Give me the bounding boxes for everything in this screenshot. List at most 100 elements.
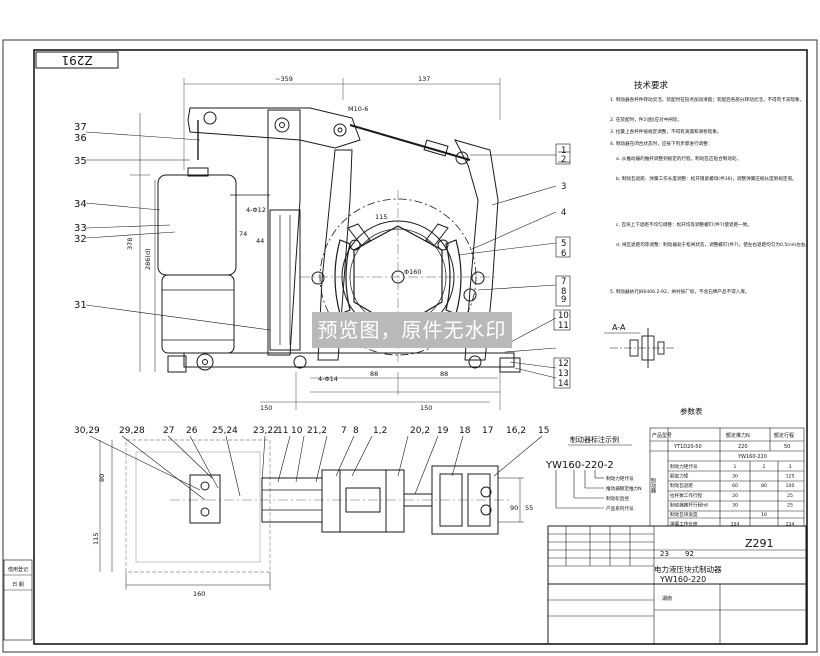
note-4a: a. 从推动器的推杆调整到规定的行程，制动瓦应贴合制动轮。 — [616, 155, 741, 162]
balloon-1-2: 1,2 — [373, 426, 387, 436]
params-row-value: 154 — [731, 522, 740, 528]
balloon-19: 19 — [437, 426, 449, 436]
balloon-8: 8 — [561, 287, 566, 297]
example-code: YW160-220-2 — [545, 460, 614, 471]
balloon-32: 32 — [74, 234, 87, 245]
top-view-thruster-base — [125, 439, 271, 573]
balloon-15: 15 — [538, 426, 549, 436]
margin-stamp-1: 借用登记 — [8, 566, 28, 573]
balloon-12: 12 — [558, 359, 569, 369]
balloon-25-24: 25,24 — [212, 426, 238, 436]
dim-115b: 115 — [92, 533, 100, 545]
dim-150b: 150 — [420, 404, 432, 412]
params-row-value: 10 — [761, 512, 767, 518]
balloon-30-29: 30,29 — [74, 426, 100, 436]
balloon-4: 4 — [561, 208, 566, 218]
spring-housing — [269, 209, 301, 351]
dim-74: 74 — [239, 230, 247, 238]
outer-frame — [2, 39, 818, 653]
tb-school: 湖南 — [662, 595, 672, 602]
top-view-right-arm — [431, 465, 499, 535]
params-row-label: 制动瓦退距 — [670, 482, 693, 489]
note-5: 5. 制动器执行JB6406.2-92，闸衬按厂标，不含石棉产品不得入库。 — [610, 288, 750, 295]
top-lever — [187, 107, 361, 149]
top-view-lever-left — [189, 474, 221, 524]
dim-160: 160 — [193, 590, 205, 598]
balloon-14: 14 — [558, 379, 569, 389]
params-row-value: 80 — [761, 483, 767, 489]
params-row-label: 弹簧工作长度 — [670, 521, 698, 528]
dim-378: 378 — [126, 238, 134, 250]
params-row-value: 30 — [732, 474, 738, 480]
params-row-value: 1 — [734, 464, 737, 470]
dim-m10: M10-6 — [348, 105, 368, 113]
balloon-13: 13 — [558, 369, 569, 379]
note-4d: d. 闸瓦退距均等调整：制动器处于松闸状态，调整螺钉(件7)，使左右退距均匀为0… — [616, 241, 810, 248]
example-label-3: 制动轮直径 — [606, 495, 629, 502]
params-pusher-force: 220 — [738, 444, 748, 450]
note-1: 1. 制动器各杆件转动灵活，装配时在铰点加润滑脂；装配后各部分转动灵活，不得有卡… — [610, 96, 804, 103]
params-row-label: 制动力矩代号 — [670, 463, 698, 470]
params-row-value: 125 — [786, 474, 795, 480]
dim-44: 44 — [256, 237, 264, 245]
balloon-37: 37 — [74, 122, 87, 133]
example-label-2: 推动器额定推力N — [606, 485, 642, 492]
dim-90: 90 — [510, 504, 518, 512]
tb-code: Z291 — [745, 537, 774, 550]
params-row-value: 3 — [789, 464, 792, 470]
code-stamp-box: Z291 — [35, 51, 119, 69]
left-shoe-arm — [317, 149, 353, 361]
technical-notes: 技术要求 1. 制动器各杆件转动灵活，装配时在铰点加润滑脂；装配后各部分转动灵活… — [610, 80, 810, 295]
params-pusher-model: YT1D20-50 — [673, 444, 702, 450]
inner-frame — [33, 49, 808, 645]
front-dimensions: ~359 137 378 286(d) 74 44 M10-6 4-Φ12 11… — [126, 75, 448, 412]
tb-sheet-b: 92 — [685, 550, 694, 558]
balloon-33: 33 — [74, 223, 87, 234]
dim-80: 80 — [98, 474, 106, 482]
params-brake-model: YW160-220 — [737, 454, 767, 460]
balloon-2: 2 — [561, 155, 566, 165]
section-a-a: A-A — [604, 323, 676, 368]
dim-55: 55 — [525, 504, 533, 512]
section-label: A-A — [612, 323, 626, 332]
balloon-10: 10 — [558, 311, 569, 321]
dim-88a: 88 — [370, 370, 378, 378]
params-col-stroke: 额定行程 — [774, 432, 794, 439]
params-row-label: 拉杆数工作行程 — [670, 492, 703, 499]
balloon-1: 1 — [561, 146, 566, 156]
balloon-21-2: 21,2 — [307, 426, 327, 436]
dim-115: 115 — [375, 213, 387, 221]
tb-title: 电力液压块式制动器 — [654, 564, 722, 574]
balloon-29-28: 29,28 — [119, 426, 145, 436]
balloon-5: 5 — [561, 239, 566, 249]
params-row-value: 30 — [732, 502, 738, 508]
note-3: 3. 拉簧上各杆件按规定调整，不得有滴漏和滑移现象。 — [610, 128, 722, 135]
dim-286: 286(d) — [144, 248, 152, 270]
notes-heading: 技术要求 — [634, 80, 669, 91]
dim-359: ~359 — [275, 75, 293, 83]
dim-150a: 150 — [260, 404, 272, 412]
balloon-27: 27 — [163, 426, 174, 436]
balloon-36: 36 — [74, 133, 87, 144]
balloon-7: 7 — [561, 277, 566, 287]
params-row-label: 制动器推杆行程h6 — [670, 501, 708, 508]
dim-4phi12: 4-Φ12 — [246, 206, 266, 214]
params-row-label: 制动瓦块宽度 — [670, 511, 698, 518]
balloon-3: 3 — [561, 182, 566, 192]
balloon-31: 31 — [74, 300, 87, 311]
params-row-value: 100 — [786, 483, 795, 489]
params-pusher-stroke: 50 — [784, 444, 790, 450]
note-4: 4. 制动器在闭合状态时，应按下列步骤进行调整： — [610, 140, 712, 147]
left-balloon-labels: 37 36 35 34 33 32 31 — [74, 122, 87, 311]
left-brake-arm — [267, 109, 301, 356]
params-row-value: 134 — [786, 522, 795, 528]
balloon-10b: 10 — [291, 426, 303, 436]
dim-phi160: Φ160 — [404, 268, 422, 276]
tb-model: YW160-220 — [659, 575, 706, 584]
balloon-18: 18 — [459, 426, 471, 436]
balloon-34: 34 — [74, 199, 87, 210]
balloon-11b: 11 — [277, 426, 288, 436]
right-balloons — [457, 151, 570, 379]
